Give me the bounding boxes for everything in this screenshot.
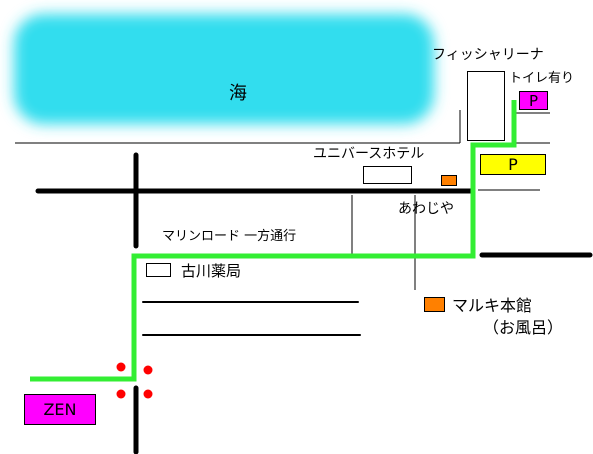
toilet-label: トイレ有り xyxy=(509,71,575,86)
fishery-label: フィッシャリーナ xyxy=(432,47,544,63)
sea-label: 海 xyxy=(229,83,247,104)
signal-dot xyxy=(116,362,126,372)
maruki-sub-label: （お風呂） xyxy=(483,318,564,337)
traffic-signals xyxy=(116,362,153,399)
route-line xyxy=(30,100,517,382)
maruki-label: マルキ本館 xyxy=(452,296,533,315)
parking-main-badge: P xyxy=(480,154,546,175)
marin-road-label: マリンロード 一方通行 xyxy=(162,229,297,244)
maruki-marker xyxy=(424,297,445,312)
awajiya-label: あわじや xyxy=(398,201,454,217)
awajiya-marker xyxy=(441,175,457,186)
zen-badge: ZEN xyxy=(24,394,96,425)
fishery-building xyxy=(467,71,505,141)
sea-area xyxy=(14,14,434,124)
pharmacy-building xyxy=(146,263,171,277)
hotel-building xyxy=(363,166,412,184)
signal-dot xyxy=(116,389,126,399)
parking-top-badge: P xyxy=(519,91,548,110)
signal-dot xyxy=(143,389,153,399)
hotel-label: ユニバースホテル xyxy=(313,146,425,162)
pharmacy-label: 古川薬局 xyxy=(181,262,242,280)
roads xyxy=(35,152,593,454)
signal-dot xyxy=(143,365,153,375)
